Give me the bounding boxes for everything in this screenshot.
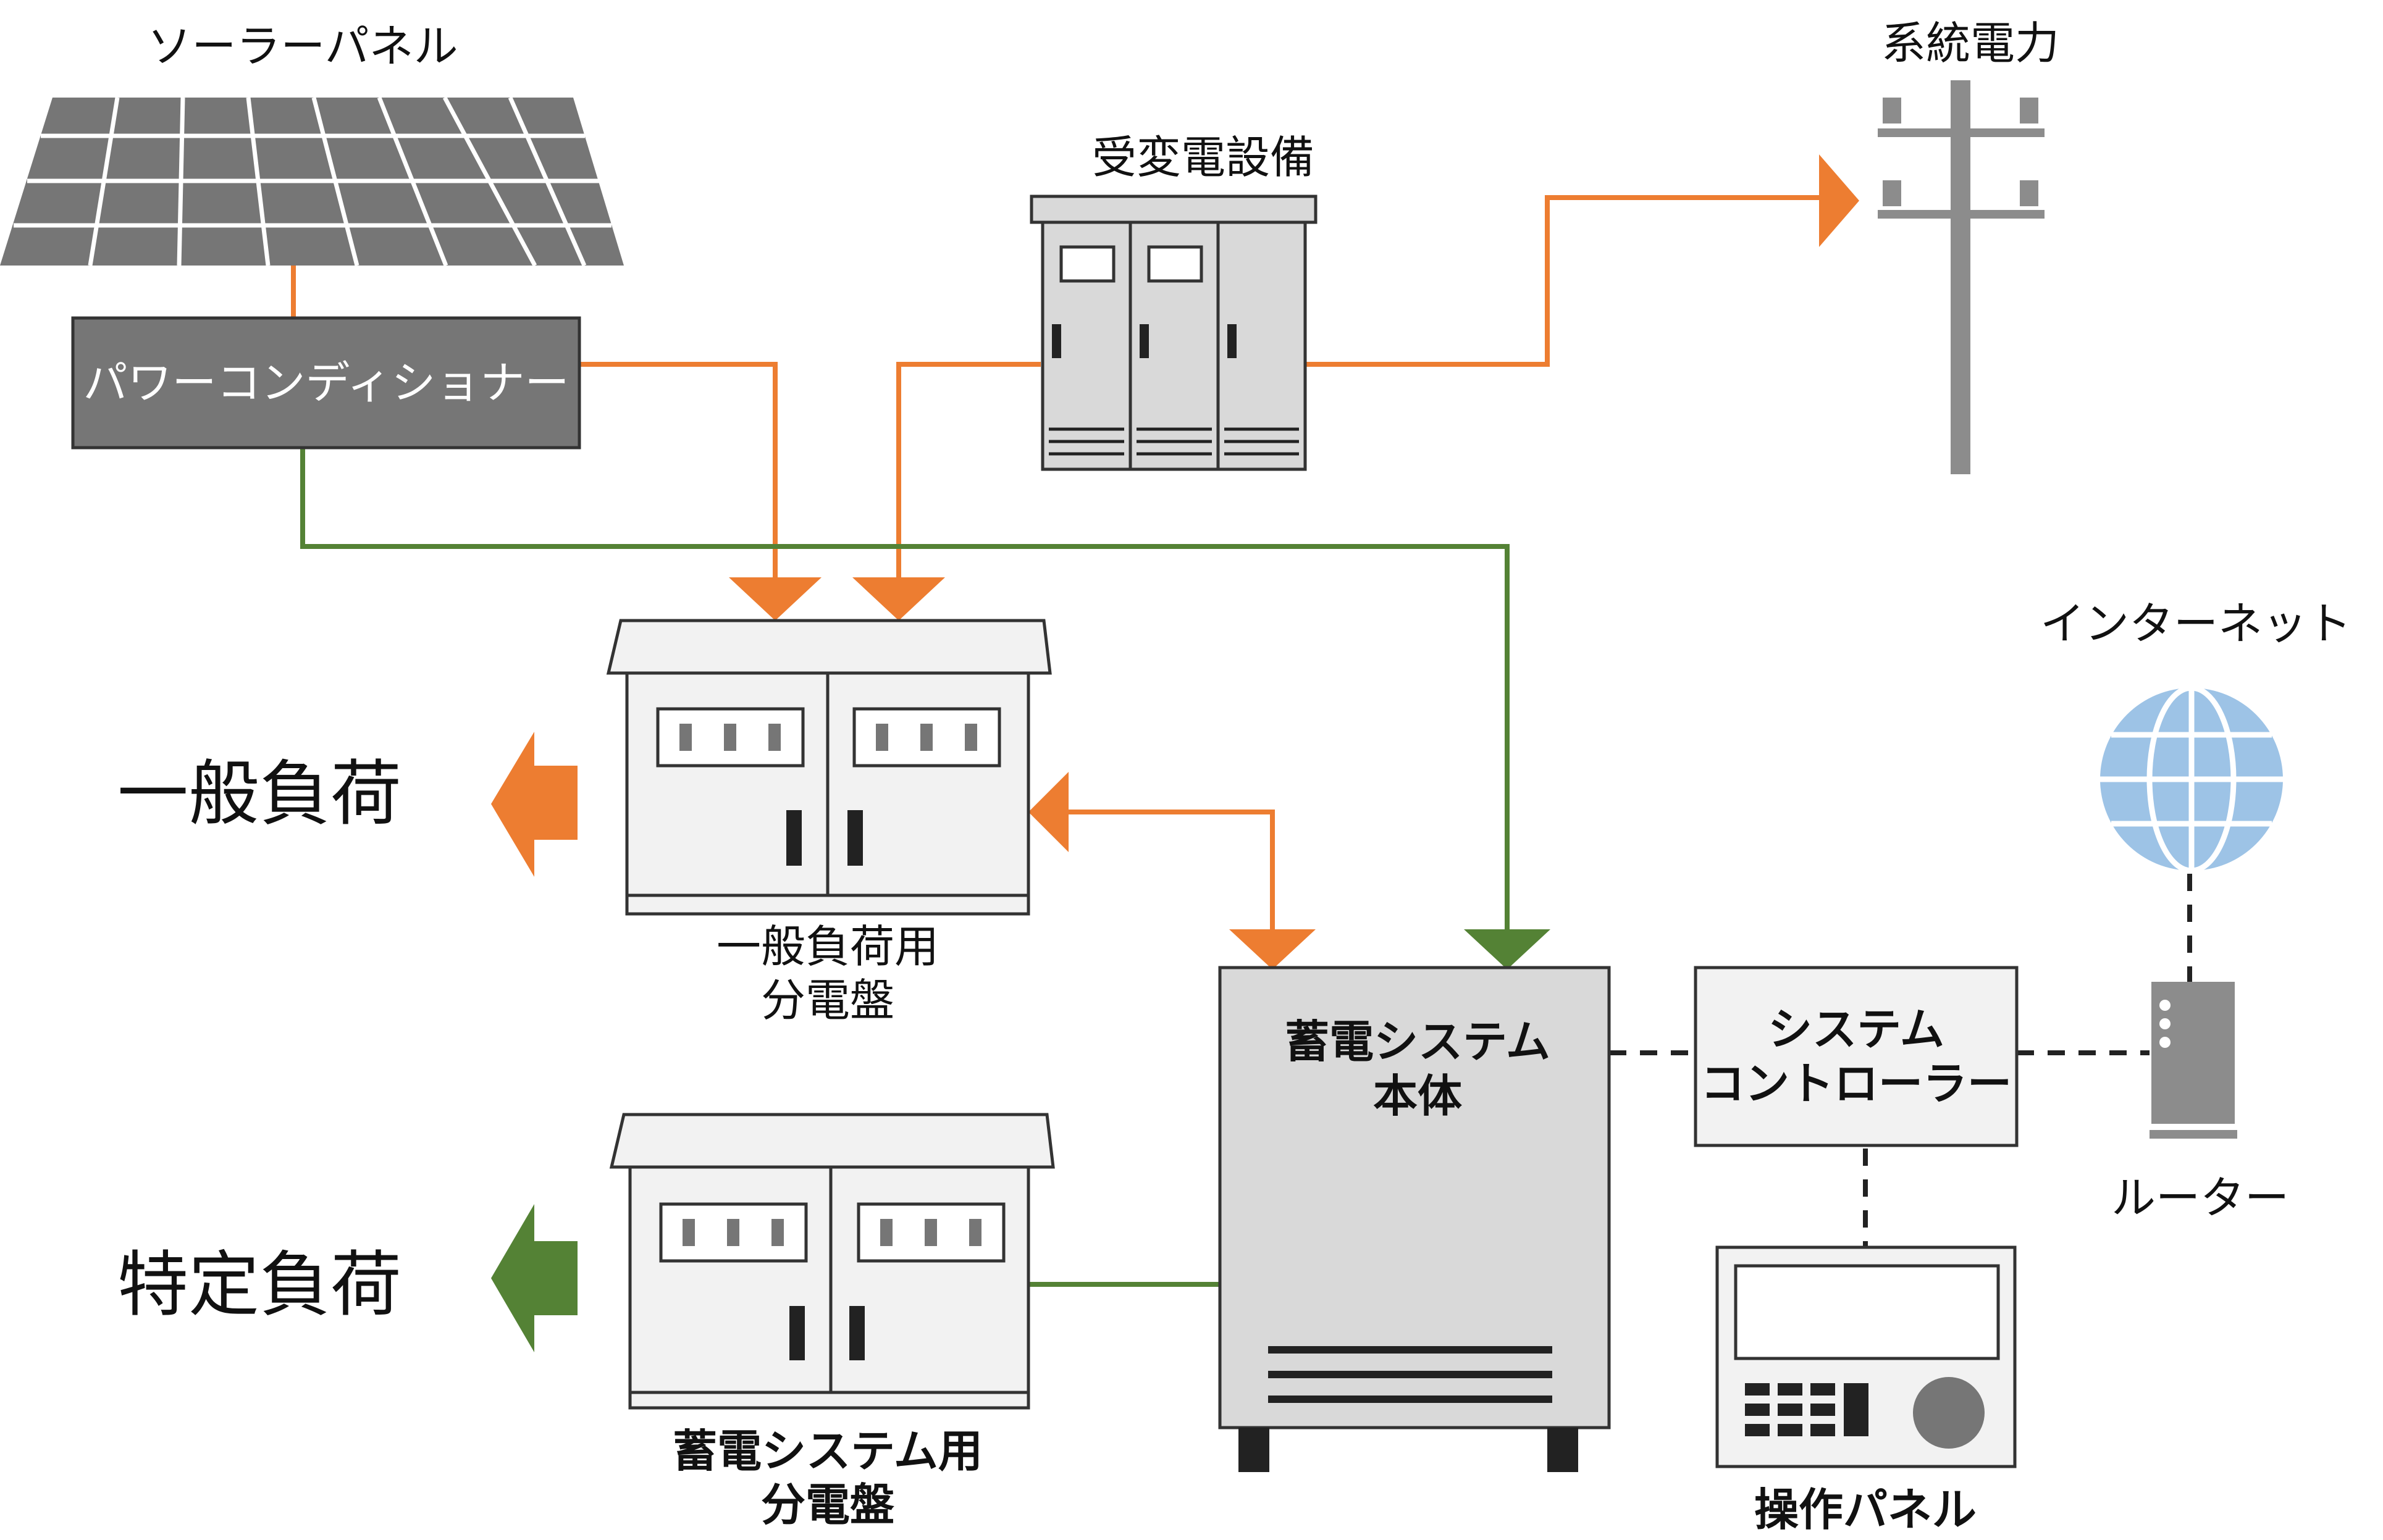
arrowhead-substation-to-general [852, 577, 945, 621]
power-conditioner-box [71, 316, 581, 450]
solar-panel: ソーラーパネル [0, 20, 624, 267]
substation-roof [1030, 195, 1318, 224]
arrowhead-pcs-to-general [729, 577, 822, 621]
storage-panel-label-line2: 分電盤 [761, 1479, 894, 1531]
storage-body-foot-left [1238, 1428, 1269, 1472]
controller-label-line1: システム [1768, 1003, 1944, 1055]
storage-panel-roof [609, 1113, 1055, 1169]
operation-panel-screen [1734, 1264, 2000, 1360]
specific-load: 特定負荷 [117, 1204, 578, 1352]
comm-lines [1609, 874, 2192, 1247]
utility-pole-icon [1878, 80, 2045, 474]
substation-window-1 [1059, 245, 1116, 283]
arrowhead-to-general-panel [1028, 772, 1069, 852]
wires [291, 195, 1822, 1287]
substation-label: 受変電設備 [1092, 132, 1314, 183]
storage-body-label-line1: 蓄電システム [1285, 1016, 1550, 1068]
router: ルーター [2111, 982, 2289, 1224]
power-conditioner-label: パワーコンディショナー [83, 357, 569, 409]
globe-icon [2100, 685, 2283, 874]
arrowheads [729, 154, 1859, 969]
controller-label-line2: コントローラー [1700, 1058, 2012, 1110]
storage-panel-label-line1: 蓄電システム用 [673, 1425, 983, 1477]
general-load-label: 一般負荷 [117, 753, 401, 835]
general-panel-label-line2: 分電盤 [761, 974, 894, 1026]
operation-panel-dial-icon [1913, 1377, 1985, 1449]
operation-panel-keypad-icon [1745, 1383, 1868, 1436]
controller-box [1694, 966, 2019, 1147]
router-label: ルーター [2111, 1172, 2289, 1224]
storage-system-body: 蓄電システム 本体 [1218, 966, 1611, 1472]
operation-panel-label: 操作パネル [1754, 1484, 1977, 1536]
storage-body-label-line2: 本体 [1373, 1070, 1462, 1122]
arrowhead-to-storage-orange [1229, 929, 1316, 969]
arrowhead-to-storage-green [1464, 929, 1550, 969]
general-load-arrow-icon [491, 732, 578, 877]
grid-power-label: 系統電力 [1881, 17, 2059, 69]
internet-label: インターネット [2040, 598, 2351, 650]
general-load: 一般負荷 [117, 732, 578, 877]
operation-panel: 操作パネル [1715, 1245, 2017, 1536]
wire-pcs-to-storage [300, 448, 1510, 929]
power-conditioner: パワーコンディショナー [71, 316, 581, 450]
internet: インターネット [2040, 598, 2351, 874]
wire-substation-to-general-panel [896, 362, 1041, 577]
general-panel-label-line1: 一般負荷用 [717, 921, 939, 973]
substation-window-2 [1147, 245, 1203, 283]
wire-general-panel-to-storage [1069, 810, 1275, 929]
general-panel-roof [606, 619, 1052, 675]
solar-panel-label: ソーラーパネル [147, 20, 458, 72]
storage-distribution-panel: 蓄電システム用 分電盤 [609, 1113, 1055, 1531]
router-icon [2150, 982, 2237, 1139]
arrowhead-to-grid [1819, 154, 1859, 247]
specific-load-arrow-icon [491, 1204, 578, 1352]
substation: 受変電設備 [1030, 132, 1318, 471]
system-controller: システム コントローラー [1694, 966, 2019, 1147]
wire-pcs-to-general-panel [574, 362, 778, 577]
specific-load-label: 特定負荷 [117, 1244, 401, 1326]
wire-substation-to-grid [1306, 195, 1822, 367]
storage-body-foot-right [1547, 1428, 1578, 1472]
grid-power: 系統電力 [1878, 17, 2059, 474]
general-distribution-panel: 一般負荷用 分電盤 [606, 619, 1052, 1026]
